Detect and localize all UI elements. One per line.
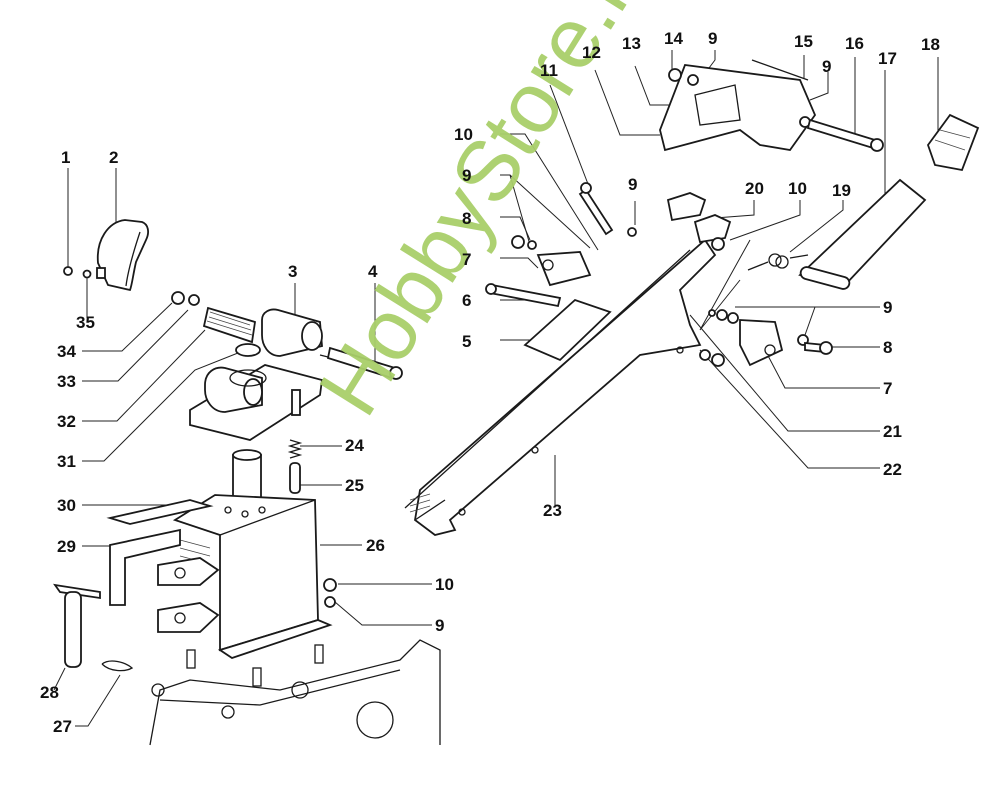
part-19-spring <box>747 253 809 271</box>
part-label-3: 3 <box>288 262 298 281</box>
part-label-2: 2 <box>109 148 119 167</box>
part-label-30: 30 <box>57 496 76 515</box>
part-11-bolt <box>578 182 637 237</box>
part-26-column-housing <box>172 449 333 659</box>
part-3-hinge-bracket <box>189 308 403 441</box>
part-label-34: 34 <box>57 342 76 361</box>
part-label-9-d: 9 <box>822 57 832 76</box>
part-label-9-f: 9 <box>435 616 445 635</box>
part-label-13: 13 <box>622 34 641 53</box>
part-16-bolt <box>799 116 884 152</box>
part-label-4: 4 <box>368 262 378 281</box>
part-label-17: 17 <box>878 49 897 68</box>
part-29-30-plates <box>106 499 220 633</box>
part-label-33: 33 <box>57 372 76 391</box>
part-label-24: 24 <box>345 436 364 455</box>
part-label-8-right: 8 <box>883 338 893 357</box>
part-23-main-rail <box>404 238 717 536</box>
part-label-29: 29 <box>57 537 76 556</box>
part-label-8-left: 8 <box>462 209 472 228</box>
part-24-25-spring-pin <box>287 439 303 494</box>
part-label-25: 25 <box>345 476 364 495</box>
part-label-5: 5 <box>462 332 472 351</box>
part-6-7-8-left <box>485 235 592 308</box>
gearbox-housing <box>149 578 441 746</box>
part-label-9-c: 9 <box>708 29 718 48</box>
part-label-9-e: 9 <box>883 298 893 317</box>
part-label-7-left: 7 <box>462 250 472 269</box>
part-label-10-b: 10 <box>788 179 807 198</box>
part-34-33-32 <box>171 291 257 344</box>
part-20-clamps <box>666 192 732 251</box>
part-label-12: 12 <box>582 43 601 62</box>
part-12-cover <box>659 59 817 152</box>
part-label-28: 28 <box>40 683 59 702</box>
part-label-11: 11 <box>540 61 558 80</box>
part-17-lever <box>798 178 927 290</box>
part-label-9-b: 9 <box>628 175 638 194</box>
part-label-15: 15 <box>794 32 813 51</box>
part-2-cover <box>63 219 149 292</box>
part-label-16: 16 <box>845 34 864 53</box>
part-5-plate <box>523 298 612 362</box>
part-label-20: 20 <box>745 179 764 198</box>
part-label-23: 23 <box>543 501 562 520</box>
part-label-27: 27 <box>53 717 72 736</box>
leader-lines <box>53 50 939 727</box>
part-label-31: 31 <box>57 452 76 471</box>
part-label-18: 18 <box>921 35 940 54</box>
part-label-10-a: 10 <box>454 125 473 144</box>
part-label-19: 19 <box>832 181 851 200</box>
part-label-10-c: 10 <box>435 575 454 594</box>
part-label-21: 21 <box>883 422 902 441</box>
part-label-14: 14 <box>664 29 683 48</box>
part-27-28-pin-clip <box>53 583 134 672</box>
part-7-8-9-right <box>699 309 833 367</box>
part-label-32: 32 <box>57 412 76 431</box>
part-label-7-right: 7 <box>883 379 893 398</box>
part-label-1: 1 <box>61 148 71 167</box>
part-label-35: 35 <box>76 313 95 332</box>
part-18-grip <box>926 113 980 172</box>
part-label-9-a: 9 <box>462 166 472 185</box>
part-label-26: 26 <box>366 536 385 555</box>
part-label-6: 6 <box>462 291 472 310</box>
part-label-22: 22 <box>883 460 902 479</box>
